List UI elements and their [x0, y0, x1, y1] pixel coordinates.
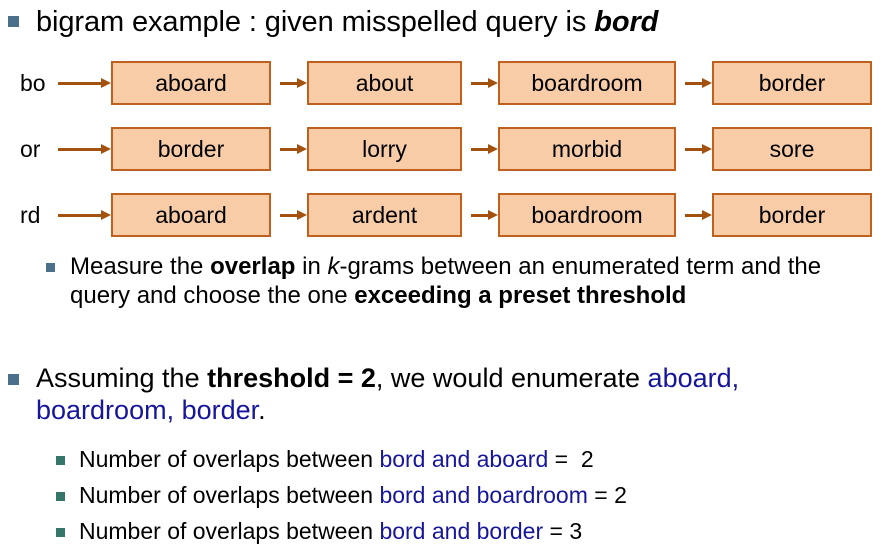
overlap-prefix: Number of overlaps between: [79, 482, 380, 508]
overlap-prefix: Number of overlaps between: [79, 446, 380, 472]
bullet-square-icon: [8, 374, 19, 385]
kgram-row-rd: rd aboard ardent boardroom border: [0, 191, 880, 239]
kgram-term-box: sore: [712, 127, 872, 171]
overlap-value: = 2: [548, 446, 594, 472]
arrow-icon: [58, 77, 111, 88]
overlap-line-text: Number of overlaps between bord and aboa…: [79, 446, 594, 473]
page-title: bigram example : given misspelled query …: [36, 4, 658, 40]
kgram-term-box: aboard: [111, 193, 271, 237]
threshold-part3: .: [258, 395, 266, 425]
arrow-icon: [471, 143, 498, 154]
bullet-square-icon: [56, 492, 65, 501]
kgram-row-bo: bo aboard about boardroom border: [0, 59, 880, 107]
arrow-icon: [471, 77, 498, 88]
kgram-row-or: or border lorry morbid sore: [0, 125, 880, 173]
measure-part2: in: [295, 253, 328, 280]
bullet-square-icon: [56, 528, 65, 537]
overlap-term-pair: bord and border: [379, 518, 544, 544]
bullet-overlap-count: Number of overlaps between bord and boar…: [56, 482, 627, 509]
kgram-term-box: border: [712, 193, 872, 237]
threshold-part1: Assuming the: [36, 363, 208, 393]
overlap-line-text: Number of overlaps between bord and boar…: [79, 482, 627, 509]
overlap-term-pair: bord and boardroom: [379, 482, 588, 508]
overlap-prefix: Number of overlaps between: [79, 518, 380, 544]
kgram-term-box: about: [307, 61, 462, 105]
bullet-square-icon: [46, 263, 55, 272]
kgram-term-box: morbid: [498, 127, 676, 171]
bullet-square-icon: [56, 456, 65, 465]
arrow-icon: [685, 209, 712, 220]
threshold-text: Assuming the threshold = 2, we would enu…: [36, 362, 874, 426]
kgram-term-box: boardroom: [498, 61, 676, 105]
kgram-term-box: border: [712, 61, 872, 105]
overlap-value: = 2: [587, 482, 627, 508]
arrow-icon: [280, 143, 307, 154]
title-text-plain: bigram example : given misspelled query …: [36, 6, 595, 38]
overlap-term-pair: bord and aboard: [379, 446, 549, 472]
kgram-term-box: boardroom: [498, 193, 676, 237]
kgram-row-label: or: [20, 136, 41, 162]
measure-text: Measure the overlap in k-grams between a…: [70, 252, 880, 310]
title-emphasis-term: bord: [594, 6, 659, 38]
measure-bold-threshold: exceeding a preset threshold: [354, 282, 687, 309]
threshold-bold-value: threshold = 2: [207, 363, 376, 393]
threshold-part2: , we would enumerate: [375, 363, 648, 393]
arrow-icon: [471, 209, 498, 220]
measure-part1: Measure the: [70, 253, 211, 280]
threshold-enumerated-terms: aboard, boardroom, border: [36, 363, 740, 425]
kgram-row-label: bo: [20, 70, 46, 96]
bullet-overlap-count: Number of overlaps between bord and aboa…: [56, 446, 594, 473]
kgram-term-box: ardent: [307, 193, 462, 237]
kgram-term-box: lorry: [307, 127, 462, 171]
arrow-icon: [685, 77, 712, 88]
bullet-overlap-count: Number of overlaps between bord and bord…: [56, 518, 582, 545]
overlap-value: = 3: [543, 518, 583, 544]
measure-italic-k: k: [327, 253, 340, 280]
bullet-square-icon: [8, 16, 19, 27]
overlap-line-text: Number of overlaps between bord and bord…: [79, 518, 582, 545]
arrow-icon: [280, 77, 307, 88]
arrow-icon: [58, 209, 111, 220]
kgram-row-label: rd: [20, 202, 41, 228]
arrow-icon: [280, 209, 307, 220]
kgram-diagram: bo aboard about boardroom border or bord…: [0, 52, 880, 248]
bullet-threshold-assumption: Assuming the threshold = 2, we would enu…: [8, 362, 874, 426]
arrow-icon: [58, 143, 111, 154]
measure-bold-overlap: overlap: [210, 253, 296, 280]
arrow-icon: [685, 143, 712, 154]
kgram-term-box: border: [111, 127, 271, 171]
measure-part3: -grams between an enumerated term and th…: [70, 253, 822, 309]
slide-title-bullet: bigram example : given misspelled query …: [8, 4, 874, 40]
bullet-measure-overlap: Measure the overlap in k-grams between a…: [46, 252, 880, 310]
kgram-term-box: aboard: [111, 61, 271, 105]
